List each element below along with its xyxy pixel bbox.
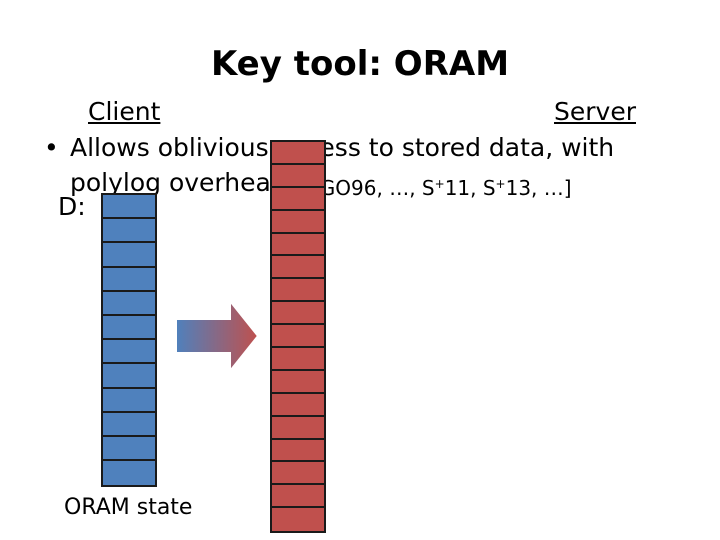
client-memory-block bbox=[103, 243, 155, 268]
server-label: Server bbox=[554, 97, 636, 126]
server-memory-block bbox=[272, 165, 324, 188]
ref-sup-1: + bbox=[434, 177, 445, 191]
server-memory-block bbox=[272, 279, 324, 303]
server-memory-block bbox=[272, 417, 324, 440]
slide-title: Key tool: ORAM bbox=[210, 44, 510, 84]
client-oram-state-stack bbox=[101, 193, 157, 488]
transfer-arrow-icon bbox=[175, 299, 260, 373]
ref-part-2: 11, S bbox=[444, 176, 496, 200]
server-memory-block bbox=[272, 371, 324, 394]
client-memory-block bbox=[103, 364, 155, 389]
bullet-text-line2: polylog overhead bbox=[70, 168, 287, 197]
server-memory-block bbox=[272, 302, 324, 326]
server-memory-block bbox=[272, 348, 324, 371]
client-memory-block bbox=[103, 461, 155, 485]
oram-state-label: ORAM state bbox=[64, 495, 193, 520]
bullet-text-line1: • Allows oblivious access to stored data,… bbox=[44, 133, 614, 162]
client-memory-block bbox=[103, 195, 155, 220]
ref-part-3: 13, …] bbox=[505, 176, 572, 200]
bullet-dot-icon: • bbox=[44, 133, 59, 162]
server-memory-block bbox=[272, 485, 324, 509]
bullet-text: Allows oblivious access to stored data, … bbox=[70, 133, 615, 162]
ref-part-1: [GO96, …, S bbox=[312, 176, 435, 200]
client-memory-block bbox=[103, 437, 155, 462]
client-memory-block bbox=[103, 389, 155, 413]
server-memory-block bbox=[272, 462, 324, 486]
client-memory-block bbox=[103, 316, 155, 341]
client-memory-block bbox=[103, 292, 155, 316]
client-memory-block bbox=[103, 268, 155, 292]
server-memory-block bbox=[272, 325, 324, 349]
references: [GO96, …, S+11, S+13, …] bbox=[312, 176, 572, 200]
ref-sup-2: + bbox=[495, 177, 506, 191]
server-memory-block bbox=[272, 508, 324, 531]
client-memory-block bbox=[103, 340, 155, 365]
server-memory-block bbox=[272, 188, 324, 211]
server-memory-block bbox=[272, 142, 324, 165]
data-label: D: bbox=[58, 192, 86, 221]
client-label: Client bbox=[88, 97, 161, 126]
server-memory-block bbox=[272, 256, 324, 280]
client-memory-block bbox=[103, 413, 155, 437]
server-memory-block bbox=[272, 211, 324, 234]
server-memory-block bbox=[272, 234, 324, 257]
server-memory-block bbox=[272, 440, 324, 463]
server-memory-block bbox=[272, 394, 324, 417]
client-memory-block bbox=[103, 219, 155, 244]
server-storage-stack bbox=[270, 140, 326, 534]
